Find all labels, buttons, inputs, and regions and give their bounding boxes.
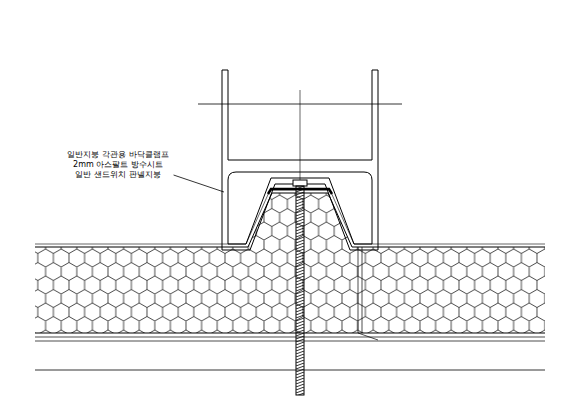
purlin-line bbox=[35, 370, 545, 371]
leader-line bbox=[174, 175, 224, 192]
anchor-bolt bbox=[293, 180, 307, 395]
note-label: 2mm 아스팔트 방수시트 bbox=[72, 160, 164, 170]
center-line bbox=[300, 90, 301, 180]
note-label: 일반지붕 각관용 바닥클램프 bbox=[66, 150, 169, 160]
sandwich-panel bbox=[30, 180, 550, 341]
note-label: 일반 샌드위치 판넬지붕 bbox=[74, 170, 161, 180]
